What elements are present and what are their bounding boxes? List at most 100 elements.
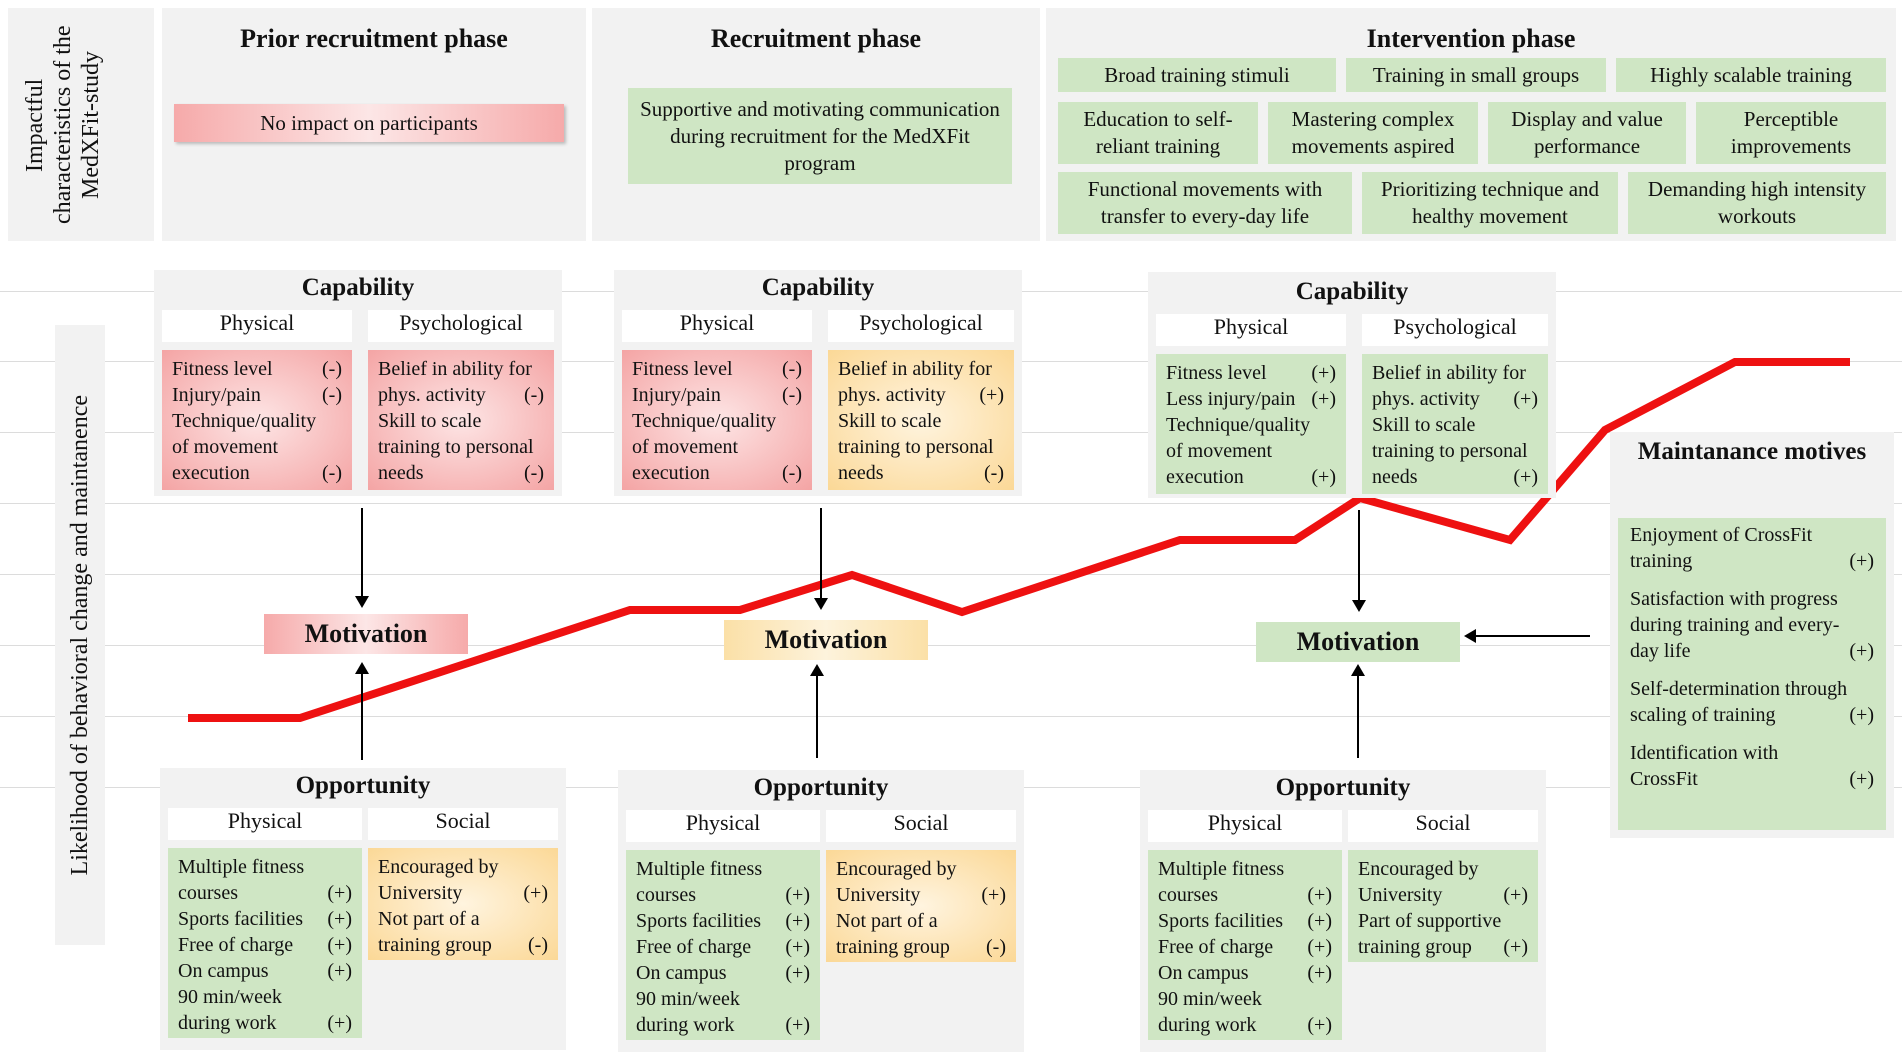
list-item: Belief in ability for <box>1372 360 1538 386</box>
list-item: Free of charge(+) <box>1158 934 1332 960</box>
list-item: during work(+) <box>1158 1012 1332 1038</box>
list-item: training to personal <box>838 434 1004 460</box>
list-item: Multiple fitness <box>636 856 810 882</box>
item-text: of movement <box>632 436 739 458</box>
item-text: Fitness level <box>1166 362 1267 384</box>
item-text: Multiple fitness <box>636 858 763 880</box>
item-sign: (+) <box>1311 466 1336 488</box>
list-item: Less injury/pain(+) <box>1166 386 1336 412</box>
item-text: Self-determination through <box>1630 678 1848 700</box>
list-item: Not part of a <box>378 906 548 932</box>
item-text: Technique/quality <box>632 410 777 432</box>
item-text: needs <box>1372 466 1418 488</box>
list-item: of movement <box>632 434 802 460</box>
item-sign: (+) <box>785 1014 810 1036</box>
item-text: 90 min/week <box>636 988 740 1010</box>
arrowhead <box>814 598 828 610</box>
item-text: On campus <box>1158 962 1249 984</box>
intervention-chip: Mastering complex movements aspired <box>1268 102 1478 164</box>
intervention-chip: Prioritizing technique and healthy movem… <box>1362 172 1618 234</box>
item-text: Free of charge <box>178 934 294 956</box>
list-item: execution (+) <box>1166 464 1336 490</box>
item-sign: (+) <box>981 884 1006 906</box>
item-text: needs <box>378 462 424 484</box>
item-text: Sports facilities <box>636 910 761 932</box>
arrow-down-3 <box>1358 510 1360 602</box>
phase-note: Supportive and motivating communication … <box>628 88 1012 184</box>
item-sign: (+) <box>1307 936 1332 958</box>
item-text: Injury/pain <box>632 384 721 406</box>
list-item: training group(-) <box>378 932 548 958</box>
list-item: Not part of a <box>836 908 1006 934</box>
item-sign: (-) <box>782 384 802 406</box>
item-text: Satisfaction with progress <box>1630 588 1838 610</box>
item-text: Multiple fitness <box>178 856 305 878</box>
item-sign: (+) <box>785 884 810 906</box>
item-text: training group <box>378 934 492 956</box>
item-sign: (+) <box>785 910 810 932</box>
item-sign: (+) <box>1849 704 1874 726</box>
list-item: Technique/quality <box>172 408 342 434</box>
arrow-down-2 <box>820 508 822 600</box>
phase-note: No impact on participants <box>174 104 564 142</box>
item-text: execution <box>1166 466 1244 488</box>
physical-list: Fitness level(-)Injury/pain(-)Technique/… <box>622 350 812 490</box>
item-text: phys. activity <box>1372 388 1480 410</box>
arrow-left <box>1474 635 1590 637</box>
item-text: CrossFit <box>1630 768 1698 790</box>
intervention-chip: Broad training stimuli <box>1058 58 1336 92</box>
item-sign: (+) <box>1503 936 1528 958</box>
item-sign: (+) <box>1849 550 1874 572</box>
item-text: Belief in ability for <box>378 358 532 380</box>
item-sign: (-) <box>782 462 802 484</box>
physical-header: Physical <box>622 310 812 342</box>
arrow-up-2 <box>816 674 818 758</box>
list-item: Fitness level (+) <box>1166 360 1336 386</box>
item-text: Belief in ability for <box>1372 362 1526 384</box>
intervention-chip: Highly scalable training <box>1616 58 1886 92</box>
opportunity-panel-2: Opportunity Physical Social Multiple fit… <box>618 770 1024 1052</box>
item-sign: (+) <box>327 934 352 956</box>
item-sign: (+) <box>1311 388 1336 410</box>
arrowhead <box>355 596 369 608</box>
list-item: Sports facilities(+) <box>1158 908 1332 934</box>
arrowhead <box>810 664 824 676</box>
physical-header: Physical <box>1148 810 1342 842</box>
item-text: during work <box>636 1014 735 1036</box>
item-text: courses <box>178 882 238 904</box>
list-item: Skill to scale <box>838 408 1004 434</box>
item-text: Technique/quality <box>1166 414 1311 436</box>
intervention-chip: Training in small groups <box>1346 58 1606 92</box>
list-item: 90 min/week <box>636 986 810 1012</box>
item-text: 90 min/week <box>178 986 282 1008</box>
list-item: phys. activity(+) <box>838 382 1004 408</box>
item-text: Not part of a <box>378 908 480 930</box>
list-item: needs(-) <box>378 460 544 486</box>
capability-panel-1: Capability Physical Psychological Fitnes… <box>154 270 562 496</box>
item-text: Belief in ability for <box>838 358 992 380</box>
maintenance-title: Maintanance motives <box>1637 438 1867 465</box>
list-item: Skill to scale <box>378 408 544 434</box>
intervention-chip: Perceptible improvements <box>1696 102 1886 164</box>
motivation-box-3: Motivation <box>1256 622 1460 662</box>
list-item: Belief in ability for <box>378 356 544 382</box>
list-item: On campus(+) <box>636 960 810 986</box>
capability-title: Capability <box>301 274 415 301</box>
item-text: Multiple fitness <box>1158 858 1285 880</box>
item-sign: (+) <box>1307 962 1332 984</box>
list-item: Belief in ability for <box>838 356 1004 382</box>
item-sign: (+) <box>1311 362 1336 384</box>
item-sign: (-) <box>322 358 342 380</box>
item-text: training <box>1630 550 1693 572</box>
opportunity-panel-1: Opportunity Physical Social Multiple fit… <box>160 768 566 1050</box>
list-item: needs(-) <box>838 460 1004 486</box>
arrowhead <box>355 662 369 674</box>
arrowhead <box>1352 600 1366 612</box>
opportunity-title: Opportunity <box>753 774 889 801</box>
